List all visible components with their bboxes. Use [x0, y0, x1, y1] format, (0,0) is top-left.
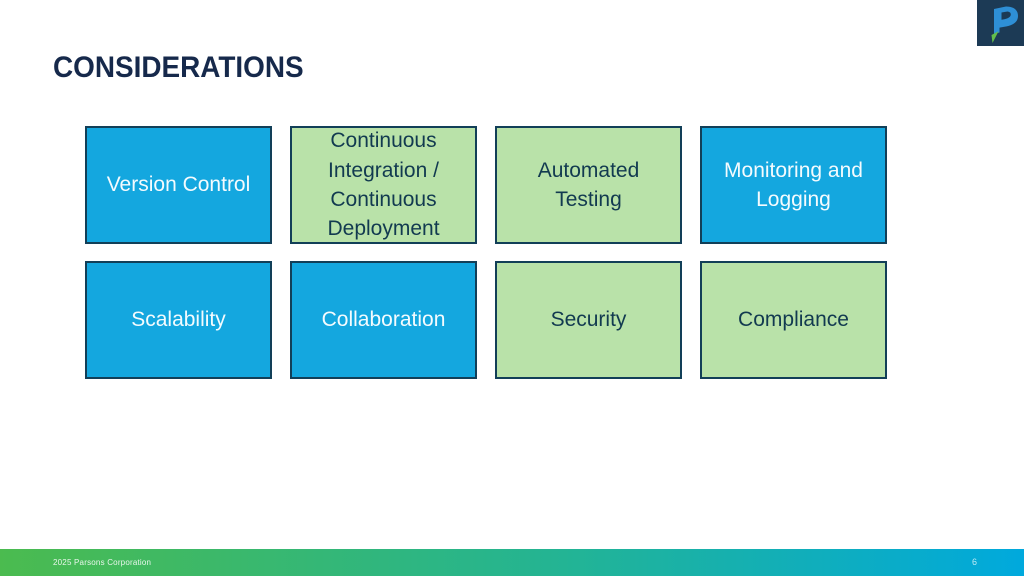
concept-box-automated-testing: Automated Testing	[495, 126, 682, 244]
page-number: 6	[971, 557, 977, 567]
box-label: Automated Testing	[537, 158, 640, 211]
slide-title: CONSIDERATIONS	[53, 51, 304, 84]
footer-copyright: 2025 Parsons Corporation	[53, 558, 152, 567]
box-label: Monitoring and Logging	[724, 158, 863, 211]
box-label: Collaboration	[321, 308, 446, 332]
concept-box-version-control: Version Control	[85, 126, 272, 244]
concept-box-monitoring-logging: Monitoring and Logging	[700, 126, 887, 244]
concept-box-compliance: Compliance	[700, 261, 887, 379]
footer-bar: 2025 Parsons Corporation 6	[0, 549, 1024, 576]
box-label: Scalability	[131, 308, 226, 332]
box-label: Compliance	[738, 308, 849, 332]
box-label: Continuous Integration / Continuous Depl…	[327, 129, 440, 241]
box-label: Version Control	[106, 173, 251, 197]
box-label: Security	[550, 308, 627, 332]
concept-box-ci-cd: Continuous Integration / Continuous Depl…	[290, 126, 477, 244]
considerations-grid: Version Control Continuous Integration /…	[85, 126, 887, 379]
parsons-p-icon	[991, 6, 1018, 43]
concept-box-scalability: Scalability	[85, 261, 272, 379]
parsons-logo	[977, 0, 1024, 46]
concept-box-security: Security	[495, 261, 682, 379]
concept-box-collaboration: Collaboration	[290, 261, 477, 379]
